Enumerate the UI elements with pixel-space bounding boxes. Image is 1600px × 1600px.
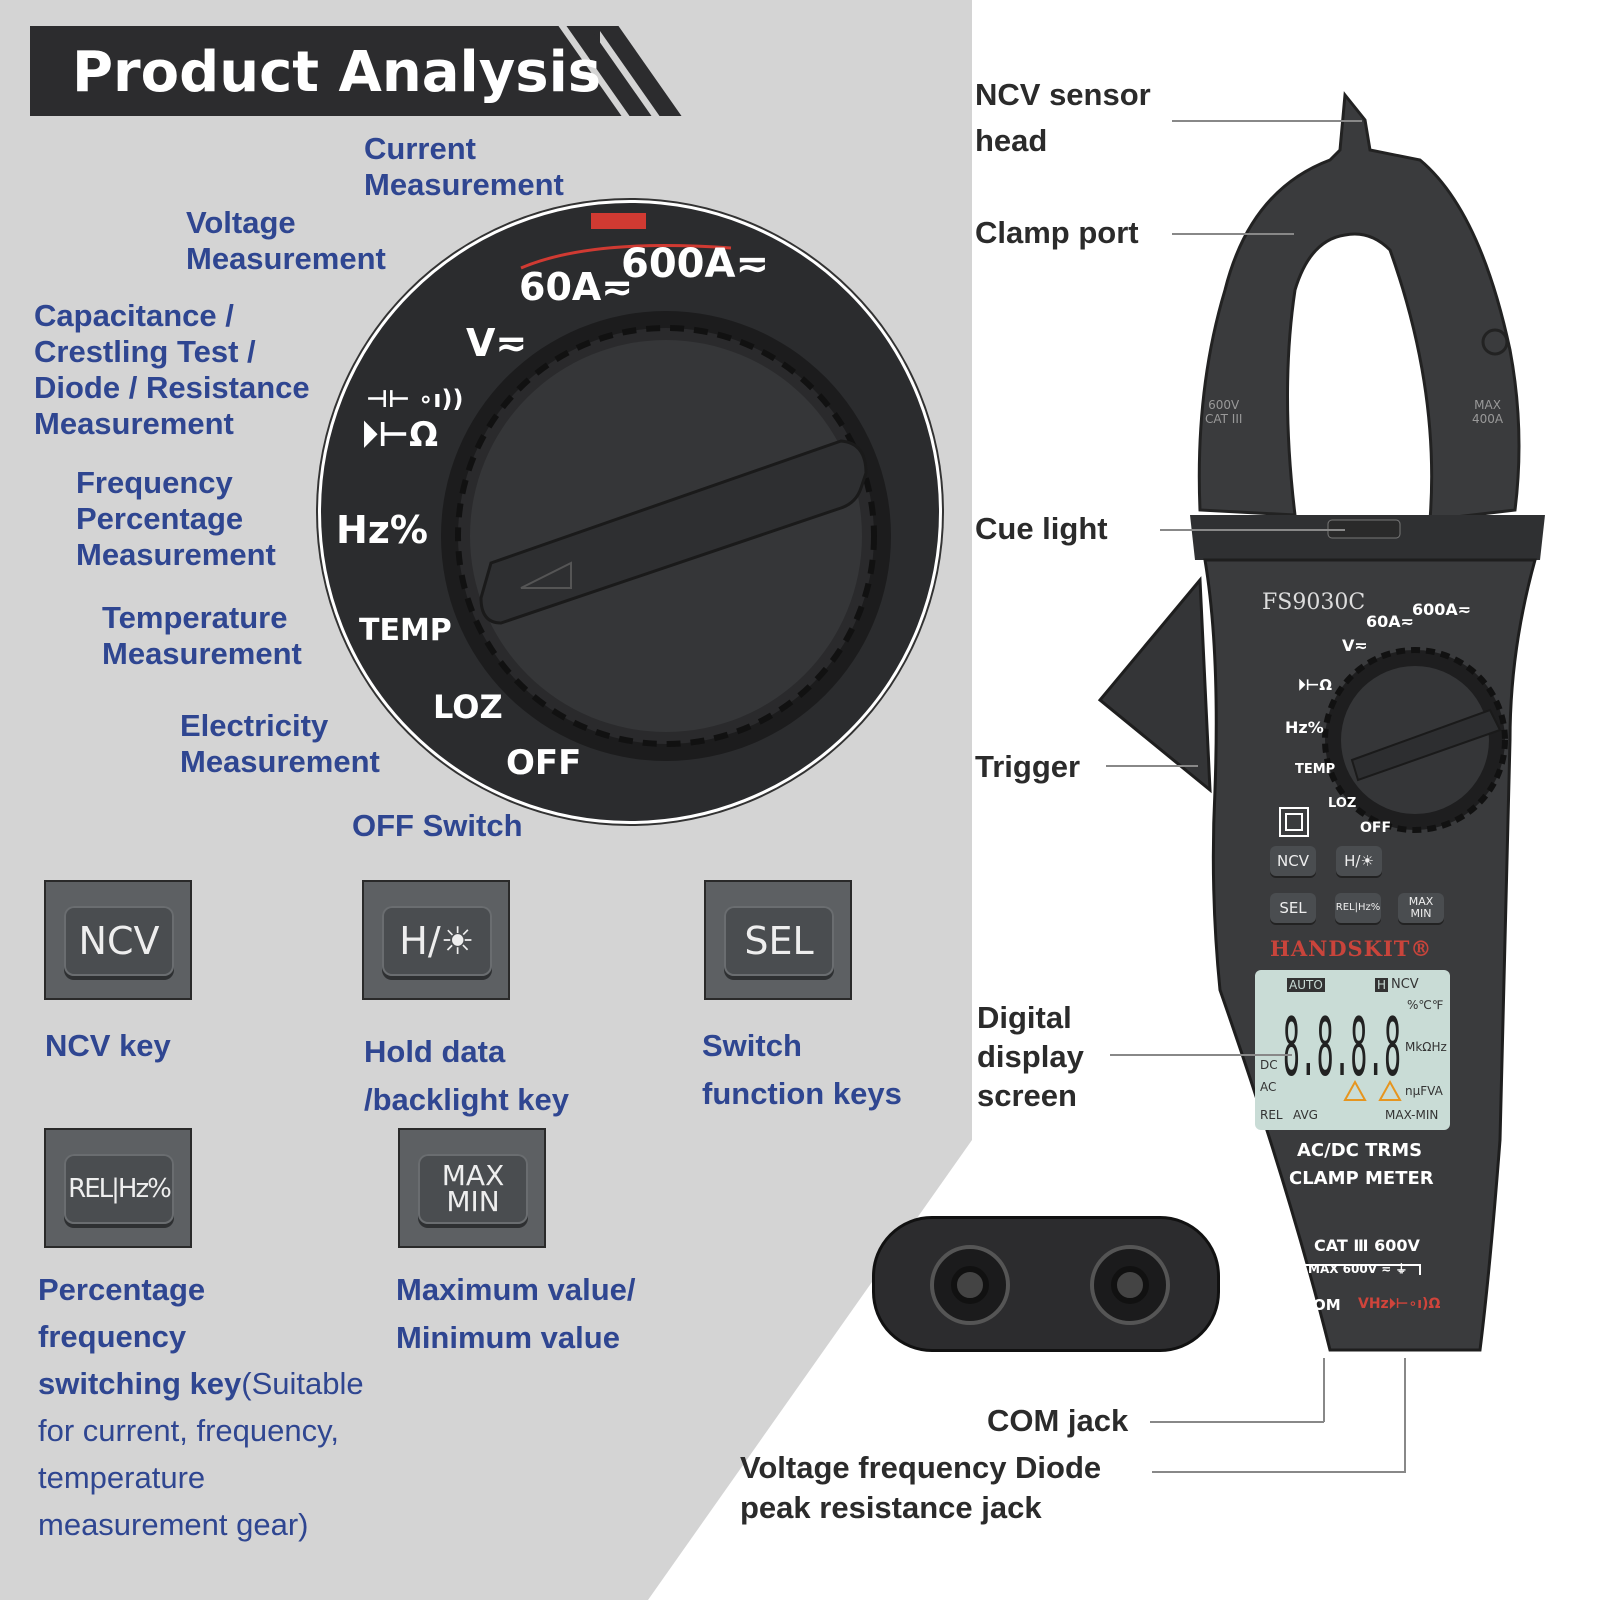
callout-ncv-head: NCV sensor head [975, 77, 1151, 158]
key-rel-description: Percentage frequency switching key(Suita… [38, 1266, 398, 1548]
key-rel-photo: REL|Hz% [44, 1128, 192, 1248]
meter-type-line2: CLAMP METER [1289, 1168, 1434, 1189]
lcd-ac: AC [1260, 1080, 1277, 1094]
lcd-hold: H [1375, 978, 1389, 992]
dial-mark-off: OFF [506, 743, 582, 783]
meter-type-line1: AC/DC TRMS [1297, 1140, 1423, 1161]
label-frequency: Frequency Percentage Measurement [76, 465, 276, 572]
meter-mark-ohm: ⏵⊢Ω [1298, 676, 1332, 694]
meter-mark-60a: 60A≂ [1366, 612, 1415, 631]
leader-line [1404, 1358, 1406, 1472]
clamp-meter-body [1097, 91, 1545, 1352]
brand-logo: HANDSKIT® [1270, 936, 1433, 961]
label-off-switch: OFF Switch [352, 808, 523, 843]
label-electricity: Electricity Measurement [180, 708, 380, 779]
label-voltage: Voltage Measurement [186, 205, 386, 276]
lcd-max-min: MAX-MIN [1385, 1108, 1439, 1122]
dial-mark-v: V≂ [466, 321, 528, 365]
key-hold-label: Hold data /backlight key [364, 1034, 570, 1117]
lcd-units-temp: %℃℉ [1407, 998, 1444, 1012]
dial-mark-cap: ⊣⊢ ∘ı)) [366, 385, 464, 413]
meter-mark-600a: 600A≂ [1412, 600, 1472, 619]
key-rel-label: Percentage frequency switching key [38, 1272, 242, 1401]
page-title: Product Analysis [72, 40, 602, 105]
meter-rel-key[interactable]: REL|Hz% [1335, 893, 1381, 923]
callout-v-jack: Voltage frequency Diode peak resistance … [740, 1450, 1102, 1525]
meter-vjack-label: VHz⏵⊢∘ı)Ω [1358, 1296, 1441, 1312]
key-sel-label: Switch function keys [702, 1028, 902, 1111]
callout-com-jack: COM jack [987, 1403, 1129, 1438]
dial-closeup: 60A≂ 600A≂ V≂ ⊣⊢ ∘ı)) ⏵⊢Ω Hz% TEMP LOZ O… [318, 200, 942, 824]
label-current: Current Measurement [364, 131, 564, 202]
label-capacitance: Capacitance / Crestling Test / Diode / R… [34, 298, 310, 441]
key-sel-photo: SEL [704, 880, 852, 1000]
callout-display: Digital display screen [977, 1000, 1084, 1113]
lcd-dc: DC [1260, 1058, 1278, 1072]
callout-clamp-port: Clamp port [975, 215, 1139, 250]
leader-line [1110, 1054, 1292, 1056]
sel-key[interactable]: SEL [724, 906, 834, 976]
dial-mark-60a: 60A≂ [519, 265, 634, 309]
model-number: FS9030C [1262, 590, 1366, 615]
dial-mark-ohm: ⏵⊢Ω [361, 415, 438, 455]
leader-line [1172, 233, 1294, 235]
lcd-rel: REL [1260, 1108, 1283, 1122]
lcd-auto: AUTO [1287, 978, 1325, 992]
lcd-units-fva: nμFVA [1405, 1084, 1443, 1098]
leader-line [1152, 1471, 1406, 1473]
meter-rating: CAT Ⅲ 600V [1314, 1236, 1420, 1255]
meter-mark-v: V≂ [1342, 636, 1368, 655]
meter-com-label: COM [1302, 1296, 1341, 1314]
max-min-key[interactable]: MAX MIN [418, 1154, 528, 1224]
lcd-digits: 8.8.8.8 [1283, 1001, 1402, 1094]
meter-mark-temp: TEMP [1295, 762, 1336, 777]
key-hold-photo: H/☀ [362, 880, 510, 1000]
key-max-label: Maximum value/ Minimum value [396, 1272, 636, 1355]
callout-cue-light: Cue light [975, 511, 1108, 546]
dial-mark-loz: LOZ [433, 688, 503, 726]
meter-sel-key[interactable]: SEL [1270, 893, 1316, 923]
cat-left-label: 600V CAT III [1205, 398, 1243, 426]
dial-mark-hz: Hz% [336, 508, 428, 552]
rel-hz-key[interactable]: REL|Hz% [64, 1154, 174, 1224]
dial-knob[interactable] [321, 203, 942, 824]
leader-line [1172, 120, 1362, 122]
meter-mark-hz: Hz% [1285, 718, 1324, 737]
lcd-avg: AVG [1293, 1108, 1318, 1122]
meter-max-rating: MAX 600V ≂ ⏚ [1308, 1262, 1408, 1276]
jack-closeup [872, 1216, 1220, 1352]
meter-hold-key[interactable]: H/☀ [1336, 846, 1382, 876]
label-temperature: Temperature Measurement [102, 600, 302, 671]
meter-mark-off: OFF [1360, 820, 1392, 836]
callout-trigger: Trigger [975, 749, 1081, 784]
dial-mark-temp: TEMP [359, 613, 452, 648]
key-ncv-photo: NCV [44, 880, 192, 1000]
lcd-ncv: NCV [1391, 977, 1419, 992]
meter-ncv-key[interactable]: NCV [1270, 846, 1316, 876]
lcd-units-ohm: MkΩHz [1405, 1040, 1447, 1054]
key-max-photo: MAX MIN [398, 1128, 546, 1248]
meter-mark-loz: LOZ [1328, 796, 1357, 811]
leader-line [1323, 1358, 1325, 1422]
key-rel-note: (Suitable for current, frequency, temper… [38, 1366, 364, 1542]
lcd-screen: AUTO H NCV 8.8.8.8 %℃℉ MkΩHz nμFVA DC AC… [1255, 970, 1450, 1130]
ncv-key[interactable]: NCV [64, 906, 174, 976]
key-ncv-label: NCV key [45, 1028, 171, 1063]
title-bar [30, 26, 600, 116]
hold-backlight-key[interactable]: H/☀ [382, 906, 492, 976]
leader-line [1150, 1421, 1324, 1423]
dial-mark-600a: 600A≂ [621, 241, 769, 287]
cat-right-label: MAX 400A [1472, 398, 1504, 426]
leader-line [1160, 529, 1345, 531]
meter-max-key[interactable]: MAX MIN [1398, 893, 1444, 923]
leader-line [1106, 765, 1198, 767]
